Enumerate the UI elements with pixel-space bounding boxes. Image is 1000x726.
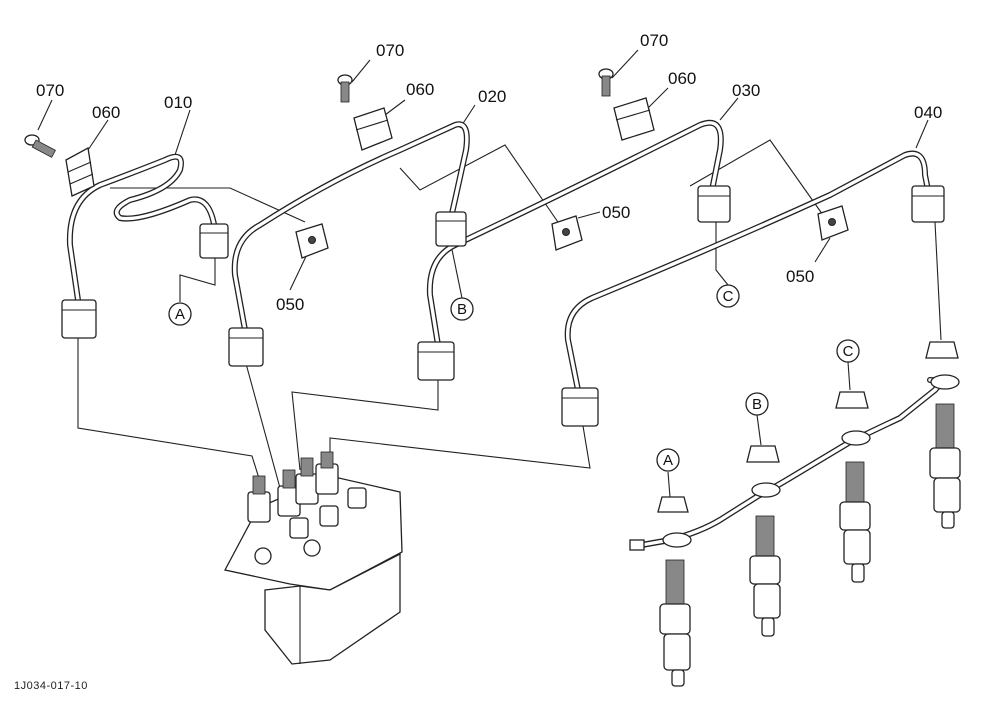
svg-text:B: B (752, 396, 762, 413)
union-nuts (61, 185, 945, 427)
label-050-right: 050 (786, 267, 814, 286)
bolts (24, 68, 614, 158)
leader-lines (37, 49, 942, 498)
label-060-left: 060 (92, 103, 120, 122)
svg-text:A: A (175, 306, 185, 323)
marker-b-pipe: B (450, 297, 474, 321)
pipe-020 (231, 121, 470, 333)
pipe-clamps (295, 205, 849, 259)
label-070-left: 070 (36, 81, 64, 100)
label-070-middle: 070 (376, 41, 404, 60)
nozzle-holders (657, 341, 961, 687)
label-050-middle: 050 (602, 203, 630, 222)
label-060-right: 060 (668, 69, 696, 88)
label-020: 020 (478, 87, 506, 106)
svg-text:C: C (723, 288, 734, 305)
marker-c-pipe: C (716, 284, 740, 308)
pipe-030 (426, 119, 724, 348)
label-030: 030 (732, 81, 760, 100)
label-050-left: 050 (276, 295, 304, 314)
label-010: 010 (164, 93, 192, 112)
label-040: 040 (914, 103, 942, 122)
label-070-right: 070 (640, 31, 668, 50)
pipe-040 (564, 150, 931, 393)
svg-text:B: B (457, 301, 467, 318)
label-060-middle: 060 (406, 80, 434, 99)
injection-pump (224, 451, 403, 665)
marker-a-injector: A (656, 448, 680, 472)
marker-c-injector: C (836, 339, 860, 363)
marker-a-pipe: A (168, 302, 192, 326)
clamp-plates (65, 97, 655, 197)
leak-off-pipe (629, 374, 960, 551)
pipe-010 (66, 153, 218, 303)
svg-text:A: A (663, 452, 673, 469)
svg-text:C: C (843, 343, 854, 360)
figure-code: 1J034-017-10 (14, 680, 88, 692)
marker-b-injector: B (745, 392, 769, 416)
